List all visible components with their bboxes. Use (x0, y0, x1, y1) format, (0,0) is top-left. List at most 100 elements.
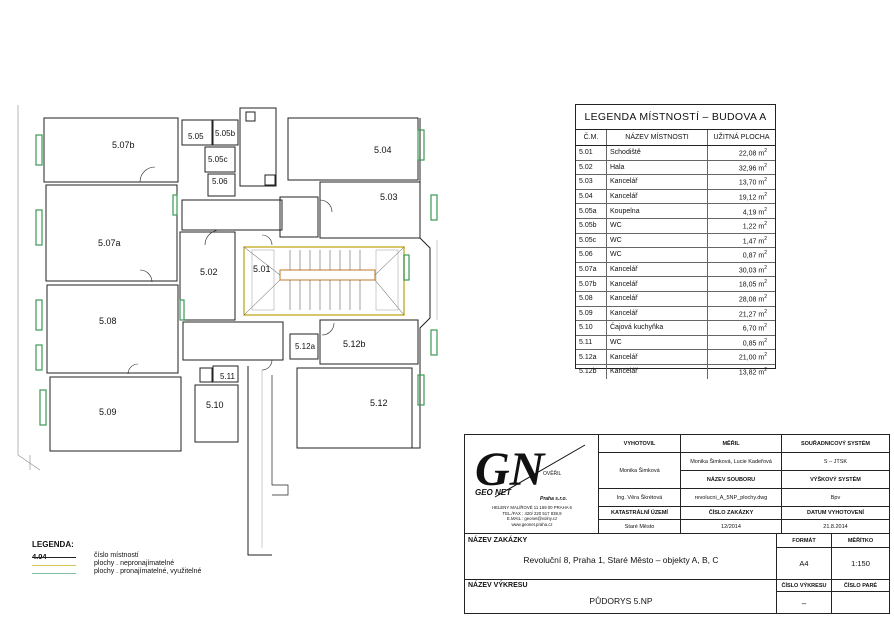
cislo-pare-header: ČÍSLO PARÉ (832, 580, 889, 592)
cislo-zakazky-header: ČÍSLO ZAKÁZKY (681, 507, 782, 520)
label-5-05c: 5.05c (208, 155, 228, 164)
room-area: 4,19 m2 (707, 203, 775, 219)
overil-value: Ing. Věra Škrétová (599, 489, 681, 507)
label-5-07a: 5.07a (98, 238, 121, 248)
room-5-04 (287, 117, 419, 181)
label-5-12: 5.12 (370, 398, 388, 408)
nazev-zakazky-header: NÁZEV ZAKÁZKY (468, 537, 528, 544)
room-name: WC (606, 247, 708, 263)
label-5-07b: 5.07b (112, 140, 135, 150)
room-code: 5.09 (576, 306, 607, 322)
label-5-04: 5.04 (374, 145, 392, 155)
souradnicovy-header: SOUŘADNICOVÝ SYSTÉM (782, 435, 889, 453)
room-code: 5.06 (576, 247, 607, 263)
drawing-legend-title: LEGENDA: (32, 540, 74, 549)
nazev-zakazky-value: Revoluční 8, Praha 1, Staré Město – obje… (523, 555, 719, 565)
datum-value: 21.8.2014 (782, 520, 889, 534)
room-area: 22,08 m2 (707, 145, 775, 161)
room-code: 5.03 (576, 174, 607, 190)
room-5-11 (212, 365, 239, 383)
room-area: 0,87 m2 (707, 247, 775, 263)
label-5-08: 5.08 (99, 316, 117, 326)
room-5-08 (46, 284, 179, 374)
room-name: WC (606, 335, 708, 351)
vyhotovil-value: Monika Šimková (599, 453, 681, 489)
room-name: Kancelář (606, 174, 708, 190)
room-area: 21,27 m2 (707, 306, 775, 322)
label-5-05: 5.05 (188, 132, 204, 141)
room-name: Koupelna (606, 203, 708, 219)
vykres-cell: NÁZEV VÝKRESU PŮDORYS 5.NP (465, 580, 777, 614)
label-5-01: 5.01 (253, 264, 271, 274)
nazev-souboru-header: NÁZEV SOUBORU (681, 471, 782, 489)
room-name: Kancelář (606, 291, 708, 307)
meril-header: MĚŘIL (681, 435, 782, 453)
title-block: GN GEO NET Praha s.r.o. OVĚŘIL HELENY MA… (464, 434, 890, 614)
room-area: 1,22 m2 (707, 218, 775, 234)
meritko-value: 1:150 (832, 548, 889, 580)
room-5-12 (296, 367, 413, 449)
room-code: 5.08 (576, 291, 607, 307)
room-name: Kancelář (606, 364, 708, 379)
nazev-vykresu-header: NÁZEV VÝKRESU (468, 582, 528, 589)
col-code: Č.M. (576, 130, 607, 146)
title-block-grid: VYHOTOVIL MĚŘIL SOUŘADNICOVÝ SYSTÉM Moni… (599, 435, 889, 534)
svg-text:GEO NET: GEO NET (475, 488, 512, 497)
room-5-01 (243, 246, 405, 316)
label-5-03: 5.03 (380, 192, 398, 202)
format-header: FORMÁT (777, 534, 832, 548)
katastralni-value: Staré Město (599, 520, 681, 534)
label-5-05b: 5.05b (215, 129, 236, 138)
cislo-pare-value (832, 592, 889, 614)
room-area: 1,47 m2 (707, 233, 775, 249)
room-area: 21,00 m2 (707, 349, 775, 365)
room-area: 6,70 m2 (707, 320, 775, 336)
svg-text:GN: GN (475, 443, 547, 496)
room-name: WC (606, 233, 708, 249)
vyhotovil-header: VYHOTOVIL (599, 435, 681, 453)
room-5-12a (289, 333, 319, 360)
room-name: Kancelář (606, 306, 708, 322)
room-legend-header-row: Č.M. NÁZEV MÍSTNOSTI UŽITNÁ PLOCHA (576, 130, 775, 146)
room-name: Schodiště (606, 145, 708, 161)
room-area: 28,08 m2 (707, 291, 775, 307)
label-5-11: 5.11 (220, 372, 236, 381)
room-name: WC (606, 218, 708, 234)
room-code: 5.05a (576, 203, 607, 219)
room-area: 18,05 m2 (707, 276, 775, 292)
company-logo: GN GEO NET Praha s.r.o. OVĚŘIL HELENY MA… (465, 435, 599, 534)
room-name: Kancelář (606, 262, 708, 278)
cislo-zakazky-value: 12/2014 (681, 520, 782, 534)
label-5-12a: 5.12a (295, 342, 316, 351)
nazev-vykresu-value: PŮDORYS 5.NP (589, 596, 653, 606)
zakazka-cell: NÁZEV ZAKÁZKY Revoluční 8, Praha 1, Star… (465, 534, 777, 580)
meril-value: Monika Šimková, Lucie Kadeřová (681, 453, 782, 471)
room-code: 5.05b (576, 218, 607, 234)
room-code: 5.02 (576, 160, 607, 176)
room-5-03 (319, 181, 421, 239)
cislo-vykresu-value: – (777, 592, 832, 614)
room-area: 0,85 m2 (707, 335, 775, 351)
room-5-07a (45, 184, 178, 282)
room-code: 5.07b (576, 276, 607, 292)
room-code: 5.01 (576, 145, 607, 161)
company-address: HELENY MALÍŘOVÉ 11 169 00 PRAHA 6 TEL./F… (492, 505, 572, 527)
room-area: 13,82 m2 (738, 367, 767, 377)
vyskovy-header: VÝŠKOVÝ SYSTÉM (782, 471, 889, 489)
room-5-02 (179, 231, 236, 321)
room-5-10 (194, 384, 239, 443)
label-5-12b: 5.12b (343, 339, 366, 349)
